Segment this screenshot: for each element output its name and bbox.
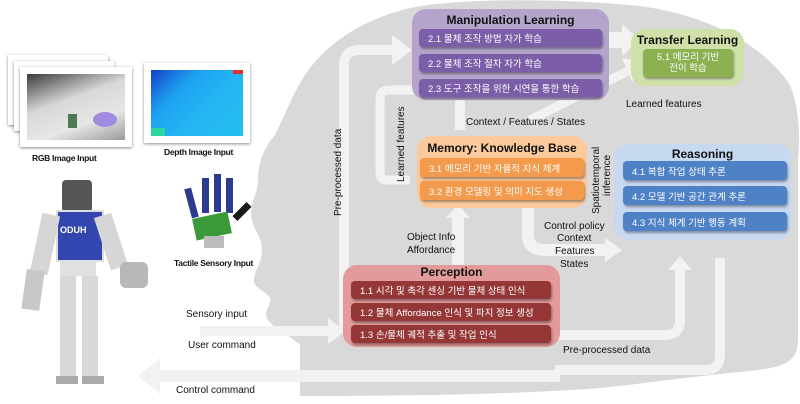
reasoning-item-4-3[interactable]: 4.3 지식 체계 기반 행동 계획 (623, 212, 787, 231)
arrow-control-command-shaft (160, 370, 560, 382)
transfer-item-5-1[interactable]: 5.1 메모리 기반 전이 학습 (643, 49, 733, 77)
label-learned-features-vertical: Learned features (396, 106, 407, 182)
depth-image (144, 63, 250, 143)
label-control-policy: Control policy (544, 221, 605, 232)
memory-item-3-2[interactable]: 3.2 환경 모델링 및 의미 지도 생성 (420, 181, 584, 200)
label-affordance: Affordance (407, 245, 456, 256)
arrow-preprocessed-to-reasoning-inner (555, 268, 685, 340)
transfer-learning-group: Transfer Learning 5.1 메모리 기반 전이 학습 (631, 29, 744, 86)
tactile-hand-image (180, 170, 255, 255)
label-context: Context (557, 233, 592, 244)
arrow-memory-to-manip (455, 100, 465, 130)
manipulation-learning-group: Manipulation Learning 2.1 물체 조작 방법 자가 학습… (412, 9, 609, 100)
label-sensory-input: Sensory input (186, 309, 248, 320)
memory-item-3-1[interactable]: 3.1 메모리 기반 자율적 지식 체계 (420, 158, 584, 177)
depth-image-caption: Depth Image Input (164, 147, 234, 157)
humanoid-robot-image: ODUH (10, 180, 160, 395)
manipulation-learning-title: Manipulation Learning (446, 13, 575, 27)
perception-item-1-1[interactable]: 1.1 시각 및 촉각 센싱 기반 물체 상태 인식 (351, 281, 551, 299)
robot-label: ODUH (60, 225, 87, 235)
reasoning-item-4-1[interactable]: 4.1 복합 작업 상태 추론 (623, 161, 787, 180)
rgb-image (20, 67, 132, 147)
perception-title: Perception (420, 265, 483, 279)
arrow-head-reasoning (605, 238, 622, 262)
depth-image-scene (151, 70, 243, 136)
label-states: States (560, 259, 589, 270)
arrow-preprocessed-up (339, 45, 395, 330)
arrow-head-reasoning-inner (668, 256, 692, 270)
reasoning-title: Reasoning (671, 147, 734, 161)
label-user-command: User command (188, 340, 256, 351)
bowl-object (93, 112, 117, 127)
label-control-command: Control command (176, 385, 255, 396)
arrow-sensory-input-head (328, 318, 346, 344)
arrow-perception-to-memory-head (446, 204, 470, 218)
arrow-sensory-input-shaft (200, 326, 330, 336)
reasoning-group: Reasoning 4.1 복합 작업 상태 추론 4.2 모델 기반 공간 관… (614, 144, 791, 240)
transfer-item-line1: 5.1 메모리 기반 (656, 52, 720, 63)
memory-knowledge-base-group: Memory: Knowledge Base 3.1 메모리 기반 자율적 지식… (417, 136, 587, 208)
transfer-item-line2: 전이 학습 (669, 63, 707, 74)
manipulation-item-2-2[interactable]: 2.2 물체 조작 절차 자가 학습 (419, 54, 602, 72)
arrow-learned-features-loop (375, 85, 418, 185)
tactile-caption: Tactile Sensory Input (174, 258, 254, 268)
arrow-control-command-head (138, 358, 160, 394)
label-context-features-states: Context / Features / States (466, 117, 585, 128)
label-preprocessed-vertical: Pre-processed data (333, 128, 344, 216)
arrow-perception-to-memory-shaft (452, 215, 464, 270)
perception-group: Perception 1.1 시각 및 촉각 센싱 기반 물체 상태 인식 1.… (343, 265, 560, 347)
label-preprocessed-bottom: Pre-processed data (563, 345, 651, 356)
manipulation-item-2-1[interactable]: 2.1 물체 조작 방법 자가 학습 (419, 29, 602, 47)
arrow-preprocessed-to-reasoning-outer (555, 258, 725, 375)
reasoning-item-4-2[interactable]: 4.2 모델 기반 공간 관계 추론 (623, 186, 787, 205)
box-object (68, 114, 77, 128)
perception-item-1-3[interactable]: 1.3 손/물체 궤적 추출 및 작업 인식 (351, 325, 551, 343)
perception-item-1-2[interactable]: 1.2 물체 Affordance 인식 및 파지 정보 생성 (351, 303, 551, 321)
rgb-image-caption: RGB Image Input (32, 153, 97, 163)
rgb-image-scene (27, 74, 125, 140)
label-features: Features (555, 246, 595, 257)
label-learned-features: Learned features (626, 99, 702, 110)
arrow-memory-to-reasoning (522, 205, 605, 256)
arrow-manip-to-transfer (608, 24, 640, 56)
arrow-head-manipulation (392, 35, 412, 65)
label-inference: inference (602, 154, 613, 196)
transfer-learning-title: Transfer Learning (636, 33, 739, 47)
label-object-info: Object Info (407, 232, 456, 243)
memory-knowledge-base-title: Memory: Knowledge Base (427, 141, 577, 155)
manipulation-item-2-3[interactable]: 2.3 도구 조작을 위한 시연을 통한 학습 (419, 79, 602, 97)
label-spatiotemporal: Spatiotemporal (591, 146, 602, 214)
